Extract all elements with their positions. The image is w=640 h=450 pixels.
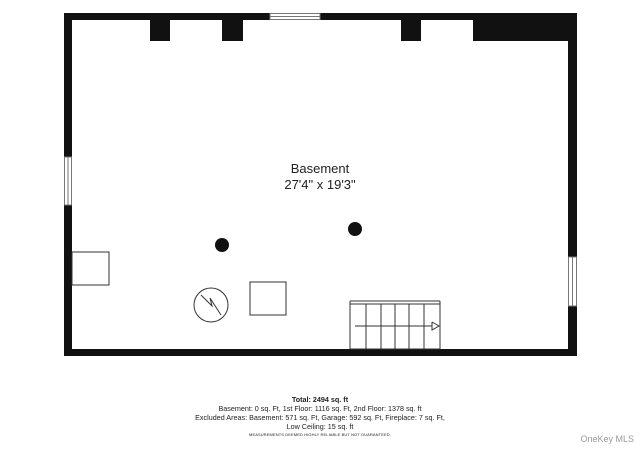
watermark: OneKey MLS — [580, 434, 634, 444]
utility-box — [249, 281, 287, 316]
area-summary: Total: 2494 sq. ft Basement: 0 sq. Ft, 1… — [0, 395, 640, 439]
room-dimensions: 27'4" x 19'3" — [284, 177, 356, 192]
staircase — [349, 300, 441, 350]
disclaimer: MEASUREMENTS DEEMED HIGHLY RELIABLE BUT … — [249, 432, 391, 437]
utility-box — [71, 251, 110, 286]
window-top — [269, 13, 321, 20]
column — [222, 13, 243, 41]
column — [401, 13, 421, 41]
stair-arrow-icon — [431, 321, 441, 331]
wall-right — [568, 13, 577, 356]
total-area: Total: 2494 sq. ft — [291, 395, 349, 404]
water-heater-icon — [193, 287, 229, 323]
wall-columns — [150, 13, 577, 41]
excluded-areas: Excluded Areas: Basement: 571 sq. Ft, Ga… — [195, 413, 445, 422]
floor-areas: Basement: 0 sq. Ft, 1st Floor: 1116 sq. … — [218, 404, 422, 413]
window-right — [568, 256, 577, 307]
support-post — [348, 222, 362, 236]
column — [150, 13, 170, 41]
support-post — [215, 238, 229, 252]
column — [473, 13, 577, 41]
windows — [64, 13, 577, 307]
window-left — [64, 156, 72, 206]
low-ceiling-area: Low Ceiling: 15 sq. ft — [286, 422, 354, 431]
room-name: Basement — [291, 161, 350, 176]
wall-bottom — [64, 349, 577, 356]
